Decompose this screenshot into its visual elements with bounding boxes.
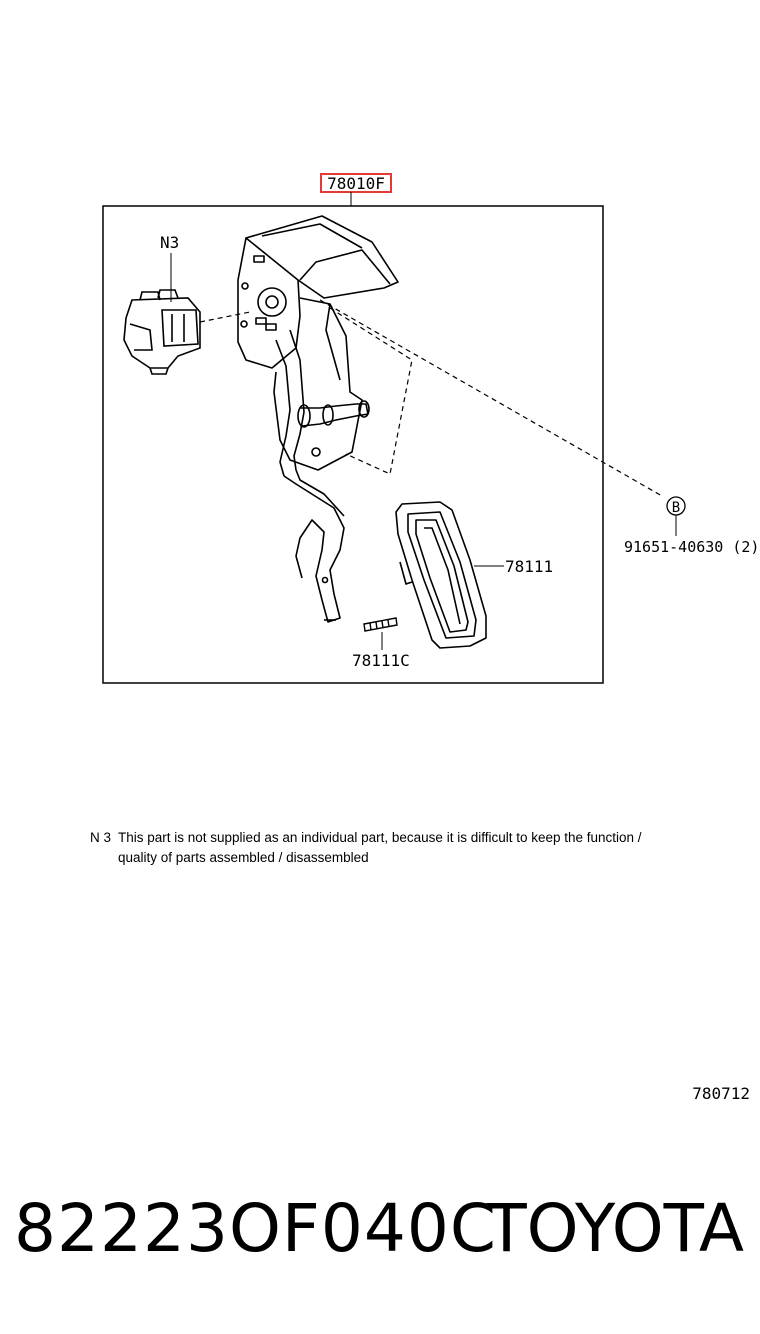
assembly-frame — [102, 205, 604, 684]
footer-caption: 82223OF040C TOYOTA — [0, 1190, 760, 1280]
callout-b-letter: B — [672, 500, 680, 516]
brand-name: TOYOTA — [486, 1190, 744, 1267]
connector-dash-line — [199, 311, 251, 323]
assembly-label[interactable]: 78010F — [327, 174, 385, 193]
n3-label: N3 — [160, 233, 179, 252]
diagram-reference-code: 780712 — [692, 1084, 750, 1103]
footnote-tag: N 3 — [90, 830, 112, 845]
pedal-pad — [395, 501, 487, 649]
footnote-line-1: This part is not supplied as an individu… — [118, 830, 642, 845]
pedal-pin — [363, 617, 398, 632]
parts-diagram: 78010F N3 — [102, 173, 759, 684]
pedal-arm-assembly — [237, 215, 399, 623]
cutaway-dash-lines — [319, 299, 663, 497]
part-78111-label[interactable]: 78111 — [505, 557, 553, 576]
bolt-part-label[interactable]: 91651-40630 (2) — [624, 538, 759, 556]
assembly-label-highlight — [320, 173, 392, 193]
sensor-connector — [123, 289, 201, 375]
part-number: 82223OF040C — [14, 1190, 497, 1267]
part-78111c-label[interactable]: 78111C — [352, 651, 410, 670]
footnote-line-2: quality of parts assembled / disassemble… — [118, 850, 369, 865]
